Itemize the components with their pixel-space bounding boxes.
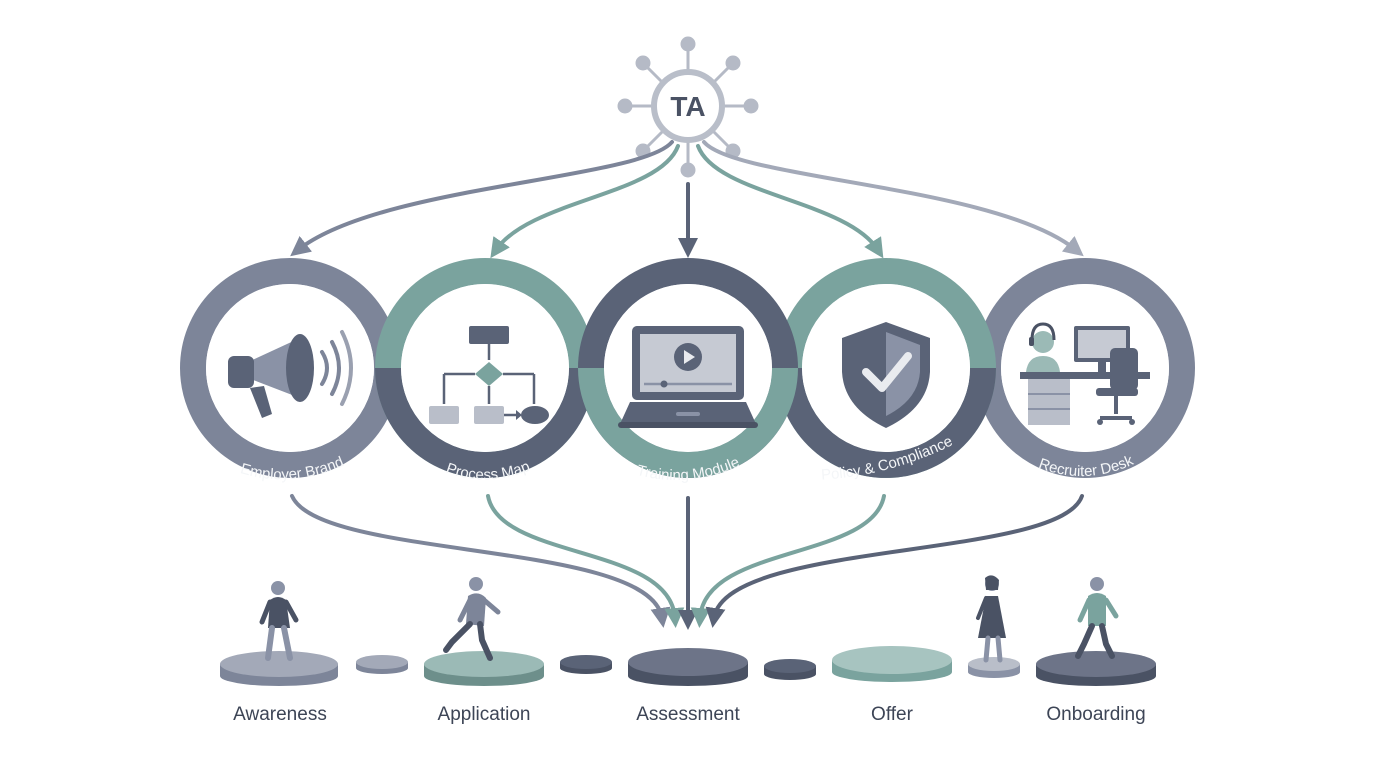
platform-application	[424, 651, 544, 686]
stage-label-assessment: Assessment	[636, 704, 740, 725]
spacer-disc-3	[764, 659, 816, 680]
recruiter-desk-icon	[1020, 322, 1150, 425]
stage-platforms	[220, 646, 1156, 686]
stage-labels: Awareness Application Assessment Offer O…	[233, 704, 1145, 725]
stage-label-application: Application	[438, 704, 531, 725]
platform-offer	[832, 646, 952, 682]
spacer-disc-1	[356, 655, 408, 674]
stage-label-awareness: Awareness	[233, 704, 327, 725]
hub-circle	[651, 69, 725, 143]
hub-spokes	[617, 36, 759, 178]
arrow-from-policy-compliance	[690, 494, 886, 628]
flowchart-icon	[429, 326, 549, 424]
platform-assessment	[628, 648, 748, 686]
laptop-video-icon	[618, 326, 758, 428]
figure-offer-person	[976, 575, 1006, 663]
megaphone-icon	[228, 330, 353, 418]
arrow-to-policy-compliance	[696, 144, 884, 259]
spacer-disc-4	[968, 657, 1020, 678]
arrow-to-recruiter-desk	[702, 140, 1084, 257]
arrow-to-process-map	[490, 144, 680, 259]
figure-application-person	[443, 577, 501, 661]
stage-label-offer: Offer	[871, 704, 914, 725]
hub-to-module-arrows	[290, 140, 1084, 259]
arrow-to-employer-brand	[290, 140, 674, 257]
module-to-assessment-arrows	[290, 494, 1084, 630]
shield-check-icon	[842, 322, 930, 428]
stage-label-onboarding: Onboarding	[1046, 704, 1145, 725]
hub-label: TA	[670, 91, 705, 122]
arrow-from-recruiter-desk	[705, 494, 1084, 628]
platform-onboarding	[1036, 651, 1156, 686]
arrow-from-employer-brand	[290, 494, 671, 628]
spacer-disc-2	[560, 655, 612, 674]
figure-awareness-person	[259, 581, 299, 661]
platform-awareness	[220, 651, 338, 686]
ta-hub: TA	[617, 36, 759, 178]
arrow-from-process-map	[486, 494, 685, 628]
figure-onboarding-person	[1075, 577, 1119, 659]
